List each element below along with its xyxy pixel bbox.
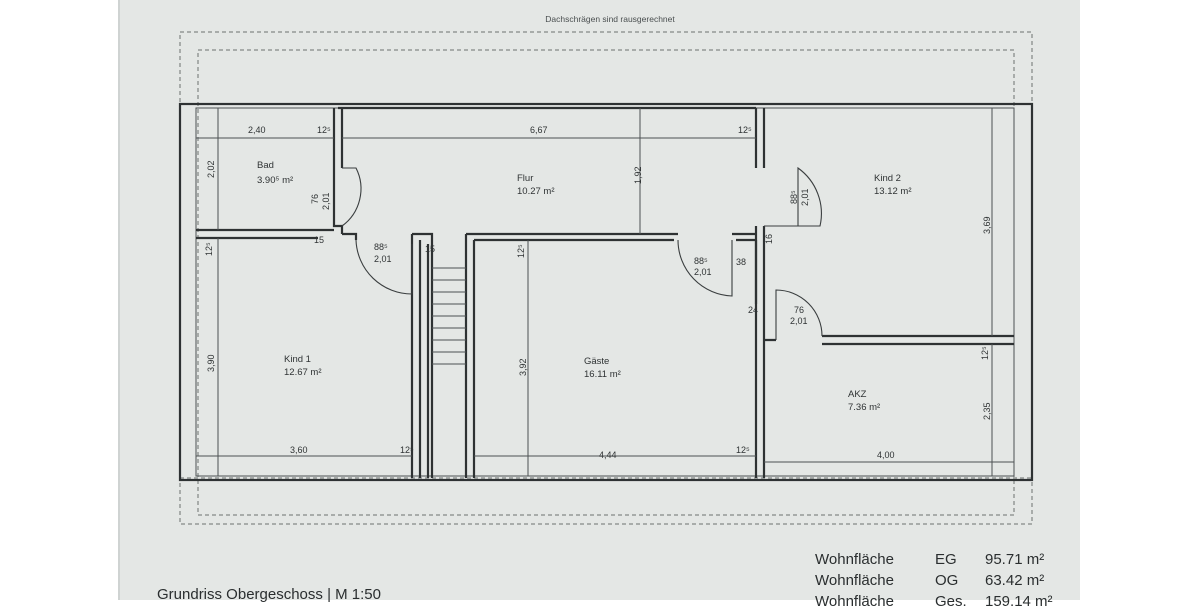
summary-row-ges-floor: Ges. (935, 593, 967, 610)
dim-label: 2,01 (321, 192, 331, 210)
dim-label: 15 (314, 235, 324, 245)
dim-label: 12⁵ (317, 125, 331, 135)
wall-bad-bottom (196, 228, 334, 240)
room-area-akz: 7.36 m² (848, 402, 880, 413)
wall-kind2-left-upper (754, 108, 766, 168)
summary-row-eg-value: 95.71 m² (985, 551, 1045, 568)
wall-kind1-right (410, 234, 422, 478)
dim-label: 24 (748, 305, 758, 315)
door-kind1 (355, 239, 413, 295)
dim-label: 12⁵ (516, 244, 526, 258)
summary-row-ges-value: 159.14 m² (985, 593, 1053, 610)
dim-label: 12⁵ (738, 125, 752, 135)
wall-stair-left (412, 232, 434, 478)
dim-label: 12⁵ (980, 346, 990, 360)
dim-label: 6,67 (530, 125, 548, 135)
dim-label: 2,40 (248, 125, 266, 135)
dim-label: 3,92 (518, 358, 528, 376)
summary-row-eg-label: Wohnfläche (815, 551, 894, 568)
room-area-flur: 10.27 m² (517, 186, 555, 197)
wall-akz-top (764, 334, 1014, 346)
dim-label: 76 (310, 194, 320, 204)
dim-label: 88⁵ (374, 242, 388, 252)
summary-row-ges-label: Wohnfläche (815, 593, 894, 610)
wall-gaeste-top (466, 232, 678, 242)
wall-stair-right (464, 234, 476, 478)
room-name-gaeste: Gäste (584, 356, 609, 367)
dim-label: 15 (425, 244, 435, 254)
door-kind2 (764, 166, 822, 227)
room-name-akz: AKZ (848, 389, 867, 400)
dim-label: 2,02 (206, 160, 216, 178)
dim-label: 16 (764, 234, 774, 244)
dim-label: 1,92 (633, 166, 643, 184)
dim-label: 2,01 (694, 267, 712, 277)
dimension-lines (196, 108, 1014, 476)
staircase (432, 267, 466, 365)
dim-label: 38 (736, 257, 746, 267)
dim-label: 3,90 (206, 354, 216, 372)
room-name-bad: Bad (257, 160, 274, 171)
room-area-bad: 3.90⁵ m² (257, 175, 293, 186)
dim-label: 88⁵ (694, 256, 708, 266)
room-name-kind2: Kind 2 (874, 173, 901, 184)
paper-sheet (120, 0, 1080, 600)
dim-label: 3,69 (982, 216, 992, 234)
dim-label: 2,01 (800, 188, 810, 206)
summary-row-og-value: 63.42 m² (985, 572, 1045, 589)
dim-label: 2,35 (982, 402, 992, 420)
room-name-flur: Flur (517, 173, 533, 184)
dim-label: 4,00 (877, 450, 895, 460)
exterior-wall-inner (195, 107, 1015, 477)
wall-bad-right (332, 108, 344, 234)
room-name-kind1: Kind 1 (284, 354, 311, 365)
dim-label: 2,01 (374, 254, 392, 264)
dim-label: 3,60 (290, 445, 308, 455)
room-area-gaeste: 16.11 m² (584, 369, 621, 380)
wall-gaeste-right (754, 240, 766, 478)
roof-slope-note: Dachschrägen sind rausgerechnet (545, 14, 675, 24)
summary-row-eg-floor: EG (935, 551, 957, 568)
summary-row-og-label: Wohnfläche (815, 572, 894, 589)
door-gaeste (677, 239, 733, 297)
exterior-wall-outer (178, 102, 1034, 482)
room-area-kind2: 13.12 m² (874, 186, 912, 197)
door-bad (341, 167, 362, 227)
dim-label: 12⁵ (736, 445, 750, 455)
dim-label: 2,01 (790, 316, 808, 326)
dim-label: 4,44 (599, 450, 617, 460)
plan-caption: Grundriss Obergeschoss | M 1:50 (157, 586, 381, 603)
dim-label: 76 (794, 305, 804, 315)
dim-label: 12⁵ (204, 242, 214, 256)
wall-kind2-left-lower (754, 226, 766, 340)
wall-flur-bottom-left (342, 232, 358, 240)
wall-gaeste-top-right (732, 232, 756, 242)
room-area-kind1: 12.67 m² (284, 367, 322, 378)
summary-row-og-floor: OG (935, 572, 959, 589)
roof-outline-inner (197, 49, 1015, 516)
dim-label: 12⁵ (400, 445, 414, 455)
dim-label: 88⁵ (789, 190, 799, 204)
door-akz (775, 289, 823, 340)
